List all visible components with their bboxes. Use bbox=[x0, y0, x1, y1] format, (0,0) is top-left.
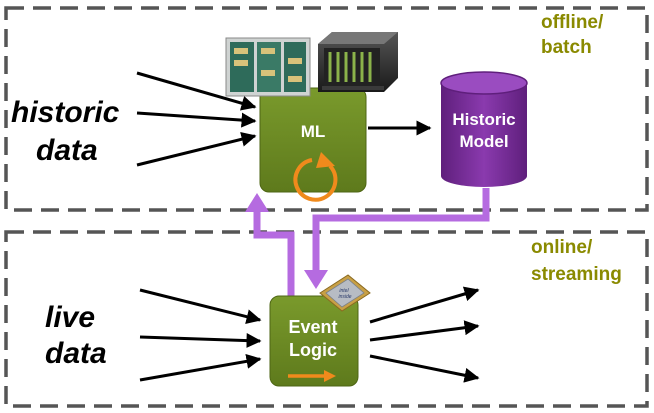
cycle-arrow-icon bbox=[293, 152, 338, 202]
live-data-label-line2: data bbox=[45, 337, 107, 370]
historic-data-label-line2: data bbox=[36, 134, 98, 167]
event-to-ml-arrowhead bbox=[245, 193, 269, 212]
historic-model-label-line2: Model bbox=[459, 132, 508, 151]
cpu-chip-text-line2: inside bbox=[338, 294, 351, 300]
flow-arrow-icon bbox=[288, 370, 336, 382]
event-output-arrow-2 bbox=[369, 320, 480, 342]
event-logic-label-line1: Event bbox=[288, 317, 337, 337]
online-mode-label-line1: online/ bbox=[531, 237, 593, 258]
historic-model-node: Historic Model bbox=[440, 71, 528, 187]
historic-data-label-line1: historic bbox=[11, 96, 120, 129]
gpu-server-icon bbox=[318, 32, 398, 92]
historic-input-arrow-2 bbox=[136, 111, 257, 128]
server-rack-icon bbox=[225, 37, 311, 97]
event-logic-node: Event Logic bbox=[269, 295, 359, 387]
offline-mode-label-line2: batch bbox=[541, 37, 592, 58]
offline-batch-container bbox=[4, 6, 649, 212]
live-input-arrow-3 bbox=[139, 353, 262, 382]
event-output-arrow-3 bbox=[369, 354, 480, 383]
online-mode-label-line2: streaming bbox=[531, 264, 622, 285]
live-input-arrow-1 bbox=[139, 288, 262, 325]
offline-mode-label-line1: offline/ bbox=[541, 12, 604, 33]
model-to-event-arrowhead bbox=[304, 270, 328, 289]
event-to-ml-feedback-arrow bbox=[253, 211, 295, 296]
historic-model-label-line1: Historic bbox=[452, 110, 515, 129]
ml-node-label: ML bbox=[301, 122, 326, 141]
historic-input-arrow-3 bbox=[136, 131, 257, 167]
ml-node: ML bbox=[259, 87, 367, 202]
cpu-chip-text-line1: intel bbox=[339, 288, 349, 294]
live-input-arrow-2 bbox=[139, 333, 262, 349]
live-data-label-line1: live bbox=[45, 301, 95, 334]
cpu-chip-icon: intel inside bbox=[319, 274, 371, 312]
event-logic-label-line2: Logic bbox=[289, 340, 337, 360]
online-streaming-container bbox=[4, 230, 649, 408]
historic-input-arrow-1 bbox=[136, 71, 257, 111]
model-to-event-feedback-arrow bbox=[312, 188, 490, 272]
event-output-arrow-1 bbox=[369, 286, 480, 324]
